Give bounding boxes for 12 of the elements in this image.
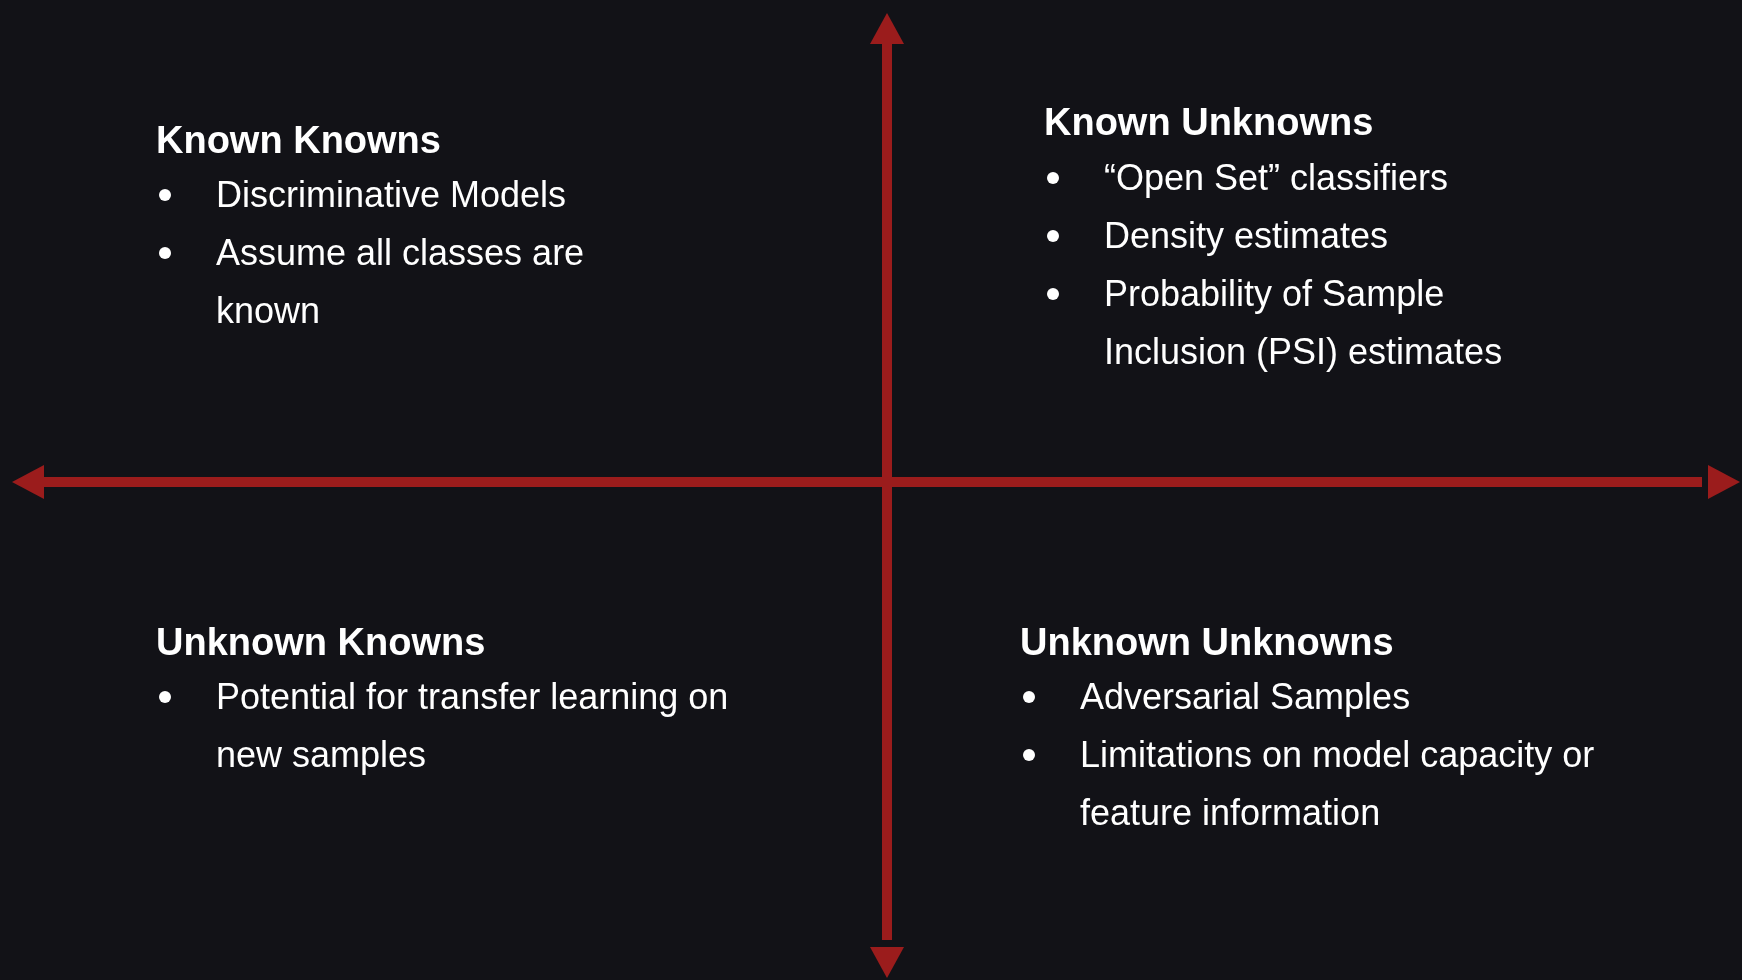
bullet-text: Assume all classes are known (216, 231, 586, 333)
bullet-text: Probability of Sample Inclusion (PSI) estimates (1104, 272, 1504, 374)
quadrant-heading: Known Knowns (156, 118, 441, 163)
bullet-text: Discriminative Models (216, 173, 568, 217)
quadrant-heading: Unknown Unknowns (1020, 620, 1394, 665)
quadrant-heading: Known Unknowns (1044, 100, 1374, 145)
quadrant-heading: Unknown Knowns (156, 620, 486, 665)
bullet-text: “Open Set” classifiers (1104, 156, 1450, 200)
bullet-text: Potential for transfer learning on new samples (216, 675, 730, 777)
bullet-text: Limitations on model capacity or feature information (1080, 733, 1596, 835)
bullet-text: Adversarial Samples (1080, 675, 1412, 719)
bullet-text: Density estimates (1104, 214, 1390, 258)
